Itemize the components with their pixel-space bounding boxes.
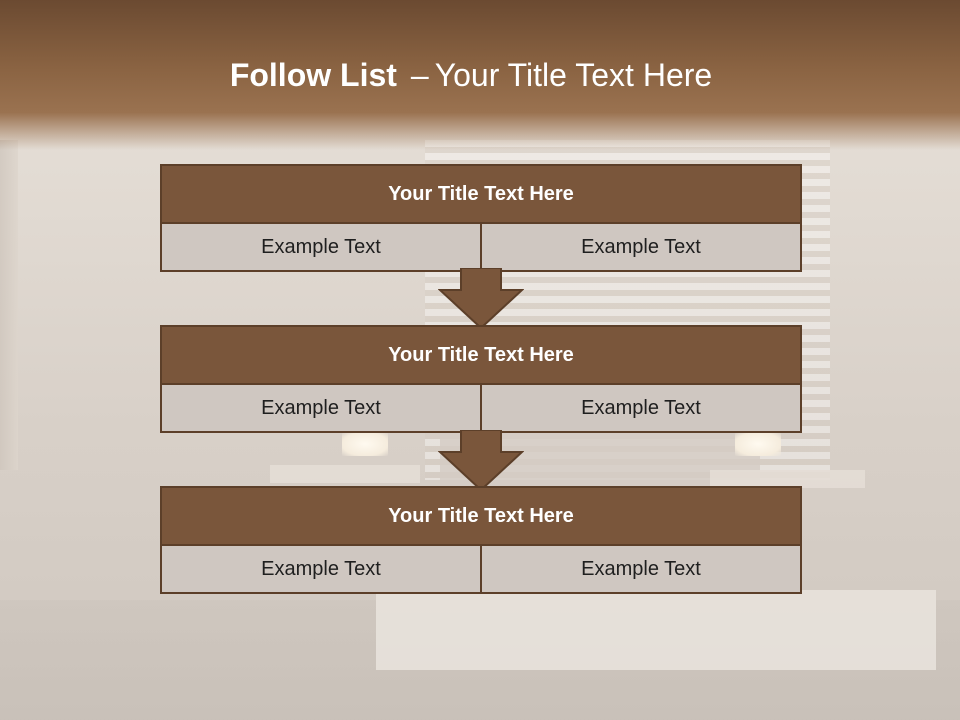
background-wall — [0, 140, 18, 470]
step-block-title: Your Title Text Here — [162, 488, 800, 544]
step-block-cell-left: Example Text — [162, 224, 480, 270]
step-block-cell-right: Example Text — [480, 224, 800, 270]
step-block-1: Your Title Text Here Example Text Exampl… — [160, 164, 802, 272]
slide-title-bold: Follow List — [229, 57, 397, 93]
background-bed — [376, 590, 936, 670]
step-block-cell-right: Example Text — [480, 546, 800, 592]
slide-title: Follow List–Your Title Text Here — [0, 55, 942, 95]
down-arrow-icon — [438, 430, 524, 492]
step-block-2: Your Title Text Here Example Text Exampl… — [160, 325, 802, 433]
step-block-row: Example Text Example Text — [162, 222, 800, 270]
down-arrow-icon — [438, 268, 524, 330]
header-band — [0, 0, 960, 150]
background-lamp-left — [342, 432, 388, 456]
step-block-cell-left: Example Text — [162, 385, 480, 431]
step-block-3: Your Title Text Here Example Text Exampl… — [160, 486, 802, 594]
slide-title-separator: – — [410, 57, 429, 93]
background-lamp-right — [735, 432, 781, 456]
slide-title-rest: Your Title Text Here — [434, 57, 713, 93]
step-block-cell-left: Example Text — [162, 546, 480, 592]
step-block-title: Your Title Text Here — [162, 166, 800, 222]
step-block-cell-right: Example Text — [480, 385, 800, 431]
step-block-row: Example Text Example Text — [162, 544, 800, 592]
step-block-row: Example Text Example Text — [162, 383, 800, 431]
step-block-title: Your Title Text Here — [162, 327, 800, 383]
background-nightstand-right — [710, 470, 865, 488]
background-nightstand-left — [270, 465, 420, 483]
